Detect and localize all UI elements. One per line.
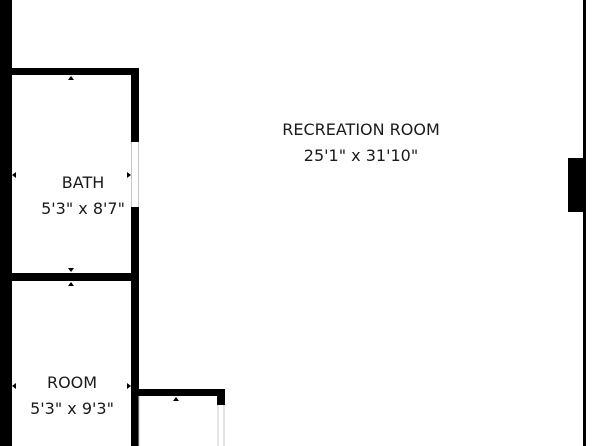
dimension-arrow-marker (127, 172, 131, 178)
wall-closet-top (131, 389, 225, 396)
wall-bath-top (12, 68, 139, 75)
wall-right-outer (583, 0, 586, 446)
wall-bath-right-lower (131, 207, 139, 383)
dimension-arrow-marker (68, 282, 74, 286)
room-dimensions-recreation: 25'1" x 31'10" (303, 146, 419, 165)
wall-bath-right-upper (131, 68, 139, 142)
wall-room-right (131, 383, 139, 446)
wall-left-outer (0, 0, 12, 446)
wall-closet-right (217, 389, 225, 405)
wall-right-segment (568, 158, 586, 212)
dimension-arrow-marker (127, 383, 131, 389)
dimension-arrow-marker (12, 383, 16, 389)
room-name-recreation: RECREATION ROOM (282, 120, 440, 139)
room-dimensions-room: 5'3" x 9'3" (30, 399, 114, 418)
dimension-arrow-marker (173, 397, 179, 401)
dimension-arrow-marker (68, 268, 74, 272)
room-dimensions-bath: 5'3" x 8'7" (41, 199, 125, 218)
wall-bath-room-divider (12, 273, 139, 281)
room-name-bath: BATH (61, 173, 105, 192)
dimension-arrow-marker (68, 76, 74, 80)
room-name-room: ROOM (46, 373, 98, 392)
dimension-arrow-marker (12, 172, 16, 178)
